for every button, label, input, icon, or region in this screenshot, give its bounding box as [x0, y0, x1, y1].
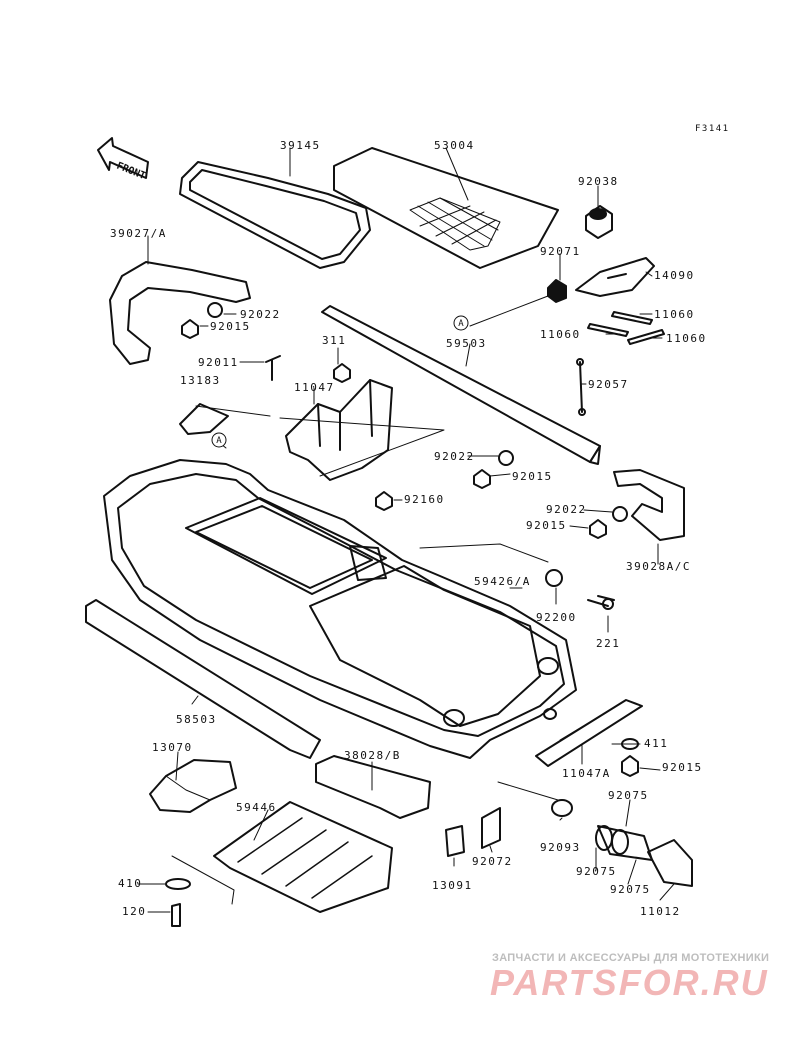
part-label: 39145: [280, 139, 321, 152]
svg-text:A: A: [216, 436, 222, 446]
bolt-221-part: [587, 595, 615, 610]
screw-part: [171, 903, 181, 927]
part-label: 59426/A: [474, 575, 531, 588]
part-label: 92075: [608, 789, 649, 802]
nut-311-part: [333, 363, 351, 383]
part-label: 92071: [540, 245, 581, 258]
washer-410-part: [165, 878, 191, 890]
hatch-seal-part: [179, 161, 371, 269]
part-label: 92072: [472, 855, 513, 868]
bracket-11047a-part: [535, 699, 643, 767]
part-label: 13091: [432, 879, 473, 892]
part-label: 11047A: [562, 767, 611, 780]
pad-part: [315, 755, 431, 819]
rear-handle-part: [613, 469, 685, 541]
part-label: 58503: [176, 713, 217, 726]
cover-part: [575, 257, 655, 297]
clamp-part: [481, 807, 501, 849]
part-label: 411: [644, 737, 669, 750]
part-label: 92057: [588, 378, 629, 391]
part-label: 92015: [662, 761, 703, 774]
hose-part: [595, 825, 653, 861]
part-label: 92022: [434, 450, 475, 463]
plate-part: [179, 403, 271, 435]
part-label: 11047: [294, 381, 335, 394]
duct-cover-part: [149, 759, 237, 813]
front-arrow-icon: [97, 137, 149, 179]
part-label: 92022: [546, 503, 587, 516]
svg-text:A: A: [458, 319, 464, 329]
part-label: 92160: [404, 493, 445, 506]
watermark-tagline: ЗАПЧАСТИ И АКСЕССУАРЫ ДЛЯ МОТОТЕХНИКИ: [492, 952, 770, 964]
part-label: 92200: [536, 611, 577, 624]
part-label: 92022: [240, 308, 281, 321]
part-label: 311: [322, 334, 347, 347]
part-label: 39028A/C: [626, 560, 691, 573]
part-label: 59503: [446, 337, 487, 350]
part-label: 59446: [236, 801, 277, 814]
part-label: 11060: [540, 328, 581, 341]
part-label: 53004: [434, 139, 475, 152]
block-part: [445, 825, 465, 857]
part-label: 410: [118, 877, 143, 890]
part-label: 92015: [210, 320, 251, 333]
cable-part: [576, 358, 586, 416]
hull-part: [103, 459, 577, 759]
bracket-part: [279, 379, 445, 481]
part-label: 14090: [654, 269, 695, 282]
part-label: 11060: [654, 308, 695, 321]
washer-92200-part: [545, 569, 563, 587]
nut-part: [589, 519, 607, 539]
callout-a-top: A: [453, 315, 469, 331]
part-label: 92015: [526, 519, 567, 532]
plug-part: [585, 205, 613, 239]
part-label: 221: [596, 637, 621, 650]
washer-part: [498, 450, 514, 466]
callout-a-left: A: [211, 432, 227, 448]
part-label: 11060: [666, 332, 707, 345]
part-label: 92075: [610, 883, 651, 896]
figure-code: F3141: [695, 124, 730, 134]
part-label: 92015: [512, 470, 553, 483]
nozzle-part: [647, 839, 693, 887]
washer-part: [612, 506, 628, 522]
nut-92160-part: [375, 491, 393, 511]
rail-part: [321, 305, 601, 465]
part-label: 13183: [180, 374, 221, 387]
washer-part: [207, 302, 223, 318]
grab-handle-part: [109, 261, 251, 365]
ring-part: [551, 799, 573, 817]
nut-part: [181, 319, 199, 339]
part-label: 38028/B: [344, 749, 401, 762]
part-label: 92038: [578, 175, 619, 188]
leader-lines: [137, 147, 675, 913]
nut-part: [621, 755, 639, 777]
clip-part: [547, 279, 567, 303]
strips-part: [587, 311, 665, 345]
mat-part: [333, 147, 559, 269]
part-label: 92075: [576, 865, 617, 878]
part-label: 120: [122, 905, 147, 918]
part-label: 92011: [198, 356, 239, 369]
part-label: 11012: [640, 905, 681, 918]
watermark-logo: PARTSFOR.RU: [490, 962, 769, 1003]
nut-part: [473, 469, 491, 489]
part-label: 92093: [540, 841, 581, 854]
bolt-part: [265, 355, 281, 381]
side-rail-part: [85, 599, 321, 759]
part-label: 39027/A: [110, 227, 167, 240]
grate-part: [213, 801, 393, 913]
part-label: 13070: [152, 741, 193, 754]
